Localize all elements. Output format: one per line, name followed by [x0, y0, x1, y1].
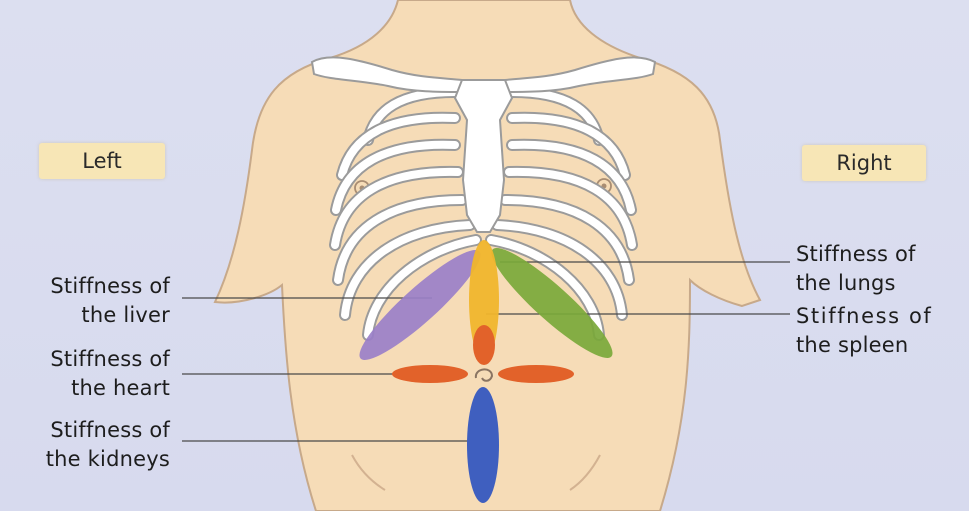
heart-zone-right — [498, 365, 574, 383]
callout-lungs: Stiffness of the lungs — [796, 240, 916, 298]
kidneys-zone — [467, 387, 499, 503]
callout-heart-line2: the heart — [18, 374, 170, 403]
left-side-badge: Left — [39, 143, 165, 179]
callout-liver-line1: Stiffness of — [18, 272, 170, 301]
callout-spleen-line2: the spleen — [796, 331, 932, 360]
callout-spleen-line1: Stiffness of — [796, 302, 932, 331]
callout-kidneys: Stiffness of the kidneys — [12, 416, 170, 474]
heart-zone-upper — [473, 325, 495, 365]
right-side-badge: Right — [802, 145, 926, 181]
callout-kidneys-line2: the kidneys — [12, 445, 170, 474]
heart-zone-left — [392, 365, 468, 383]
callout-liver-line2: the liver — [18, 301, 170, 330]
callout-kidneys-line1: Stiffness of — [12, 416, 170, 445]
callout-spleen: Stiffness of the spleen — [796, 302, 932, 360]
callout-heart-line1: Stiffness of — [18, 345, 170, 374]
callout-lungs-line2: the lungs — [796, 269, 916, 298]
callout-lungs-line1: Stiffness of — [796, 240, 916, 269]
callout-liver: Stiffness of the liver — [18, 272, 170, 330]
callout-heart: Stiffness of the heart — [18, 345, 170, 403]
